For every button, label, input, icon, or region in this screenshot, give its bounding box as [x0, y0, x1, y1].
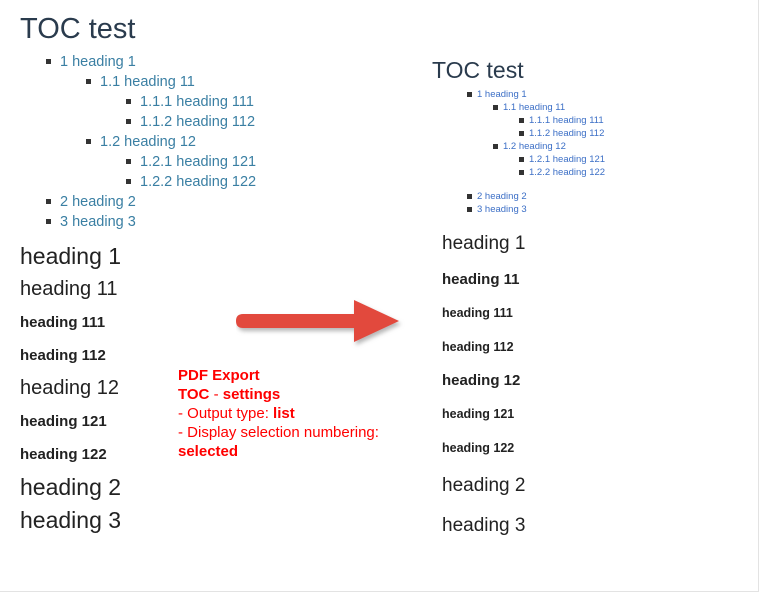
toc-link[interactable]: 1.2.1 heading 121: [140, 154, 257, 171]
toc-item[interactable]: 1.1 heading 11: [0, 72, 400, 92]
toc-item[interactable]: 3 heading 3: [420, 203, 750, 216]
bullet-square-icon: [493, 143, 498, 149]
annotation-pdf-export: PDF Export: [178, 367, 260, 384]
toc-link[interactable]: 2 heading 2: [60, 194, 136, 211]
toc-link[interactable]: 1 heading 1: [60, 54, 136, 71]
annotation-line-numbering: - Display selection numbering: selected: [178, 423, 428, 461]
toc-link[interactable]: 1.1 heading 11: [503, 102, 566, 113]
toc-item[interactable]: 1.2.1 heading 121: [0, 152, 400, 172]
bullet-square-icon: [519, 130, 524, 136]
toc-link[interactable]: 3 heading 3: [60, 214, 136, 231]
bullet-square-icon: [467, 91, 472, 97]
toc-item[interactable]: 1.1.2 heading 112: [420, 127, 750, 140]
toc-item[interactable]: 1.2 heading 12: [0, 132, 400, 152]
toc-link[interactable]: 2 heading 2: [477, 191, 527, 202]
bullet-square-icon: [519, 169, 524, 175]
document-heading: heading 122: [442, 441, 515, 455]
document-heading: heading 111: [20, 314, 106, 331]
toc-link[interactable]: 1.2.2 heading 122: [529, 167, 606, 178]
bullet-square-icon: [126, 118, 131, 124]
annotation-output-type-label: - Output type:: [178, 405, 274, 422]
annotation-block: PDF Export TOC - settings - Output type:…: [178, 366, 428, 461]
document-heading: heading 112: [20, 347, 106, 364]
bullet-square-icon: [126, 98, 131, 104]
document-heading: heading 1: [20, 243, 122, 269]
toc-link[interactable]: 1.2.2 heading 122: [140, 174, 257, 191]
toc-link[interactable]: 1.2.1 heading 121: [529, 154, 606, 165]
toc-item[interactable]: 1 heading 1: [420, 88, 750, 101]
annotation-numbering-value: selected: [178, 443, 239, 460]
toc-spacer: [420, 179, 750, 190]
toc-item[interactable]: 2 heading 2: [0, 192, 400, 212]
toc-item[interactable]: 1.2.2 heading 122: [0, 172, 400, 192]
document-heading: heading 12: [442, 372, 521, 389]
annotation-numbering-label: - Display selection numbering:: [178, 424, 379, 441]
annotation-line-toc-settings: TOC - settings: [178, 385, 428, 404]
page-title-right: TOC test: [432, 57, 524, 83]
toc-item[interactable]: 1.2.2 heading 122: [420, 166, 750, 179]
toc-item[interactable]: 1.2.1 heading 121: [420, 153, 750, 166]
document-heading: heading 11: [20, 278, 118, 300]
document-headings-left: heading 1 heading 11 heading 111 heading 11…: [20, 240, 350, 537]
page-title-left: TOC test: [20, 13, 136, 45]
source-document-pane: TOC test 1 heading 1 1.1 heading 11 1.1.1 …: [0, 13, 400, 537]
toc-link[interactable]: 1.1.2 heading 112: [140, 114, 256, 131]
toc-item[interactable]: 3 heading 3: [0, 212, 400, 232]
bullet-square-icon: [46, 198, 51, 204]
bullet-square-icon: [519, 117, 524, 123]
document-heading: heading 2: [442, 475, 526, 496]
toc-link[interactable]: 1 heading 1: [477, 89, 527, 100]
toc-link[interactable]: 1.1.1 heading 111: [529, 115, 604, 126]
toc-link[interactable]: 1.2 heading 12: [503, 141, 566, 152]
toc-item[interactable]: 2 heading 2: [420, 190, 750, 203]
toc-link[interactable]: 1.1.2 heading 112: [529, 128, 605, 139]
table-of-contents-left: 1 heading 1 1.1 heading 11 1.1.1 heading 1…: [0, 52, 400, 232]
toc-item[interactable]: 1.1.1 heading 111: [420, 114, 750, 127]
arrow-right-icon: [236, 296, 406, 350]
pdf-output-pane: TOC test 1 heading 1 1.1 heading 11 1.1.1 …: [420, 0, 759, 592]
toc-link[interactable]: 1.1.1 heading 111: [140, 94, 254, 111]
toc-item[interactable]: 1.1.2 heading 112: [0, 112, 400, 132]
bullet-square-icon: [46, 58, 51, 64]
document-heading: heading 112: [442, 340, 514, 354]
toc-item[interactable]: 1 heading 1: [0, 52, 400, 72]
bullet-square-icon: [467, 206, 472, 212]
bullet-square-icon: [126, 178, 131, 184]
toc-item[interactable]: 1.1.1 heading 111: [0, 92, 400, 112]
document-heading: heading 121: [442, 407, 515, 421]
document-heading: heading 1: [442, 233, 526, 254]
bullet-square-icon: [86, 138, 91, 144]
document-heading: heading 11: [442, 271, 520, 288]
document-heading: heading 2: [20, 474, 122, 500]
document-heading: heading 122: [20, 446, 107, 463]
bullet-square-icon: [126, 158, 131, 164]
document-heading: heading 12: [20, 377, 119, 399]
bullet-square-icon: [519, 156, 524, 162]
document-headings-right: heading 1 heading 11 heading 111 heading 11…: [442, 224, 742, 545]
bullet-square-icon: [86, 78, 91, 84]
document-heading: heading 3: [442, 515, 526, 536]
annotation-dash: -: [209, 386, 223, 403]
toc-item[interactable]: 1.1 heading 11: [420, 101, 750, 114]
toc-link[interactable]: 3 heading 3: [477, 204, 527, 215]
toc-link[interactable]: 1.1 heading 11: [100, 74, 195, 91]
bullet-square-icon: [46, 218, 51, 224]
annotation-line-title: PDF Export: [178, 366, 428, 385]
annotation-settings-label: settings: [222, 386, 281, 403]
toc-link[interactable]: 1.2 heading 12: [100, 134, 196, 151]
toc-item[interactable]: 1.2 heading 12: [420, 140, 750, 153]
table-of-contents-right: 1 heading 1 1.1 heading 11 1.1.1 heading 1…: [420, 88, 750, 216]
document-heading: heading 111: [442, 306, 513, 320]
bullet-square-icon: [467, 193, 472, 199]
annotation-toc-label: TOC: [178, 386, 210, 403]
annotation-line-output-type: - Output type: list: [178, 404, 428, 423]
document-heading: heading 3: [20, 507, 122, 533]
document-heading: heading 121: [20, 413, 107, 430]
bullet-square-icon: [493, 104, 498, 110]
annotation-output-type-value: list: [273, 405, 295, 422]
